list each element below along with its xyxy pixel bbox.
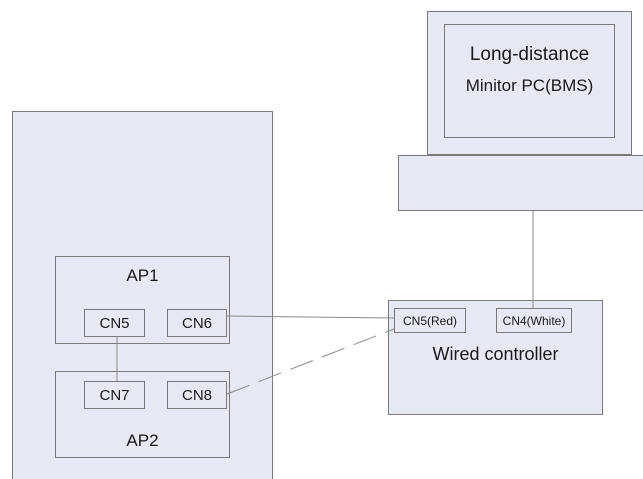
- monitor-title-line2: Minitor PC(BMS): [465, 76, 594, 95]
- ap2-title: AP2: [126, 431, 159, 450]
- monitor-base: [398, 155, 643, 211]
- wire-ap1-cn6-to-controller-cn5: [226, 315, 395, 319]
- ap1-port-cn5: CN5: [84, 309, 145, 337]
- ap2-port-cn7: CN7: [84, 381, 145, 409]
- monitor-title-line1: Long-distance: [469, 44, 590, 65]
- controller-title: Wired controller: [432, 344, 559, 364]
- ap1-title: AP1: [126, 266, 159, 285]
- monitor-screen: [444, 24, 615, 138]
- controller-port-cn4-white: CN4(White): [496, 308, 572, 333]
- ap1-port-cn6: CN6: [167, 309, 227, 337]
- ap2-port-cn8: CN8: [167, 381, 227, 409]
- controller-port-cn5-red: CN5(Red): [394, 308, 466, 333]
- wire-ap2-cn8-to-controller-cn5-dashed: [226, 328, 395, 395]
